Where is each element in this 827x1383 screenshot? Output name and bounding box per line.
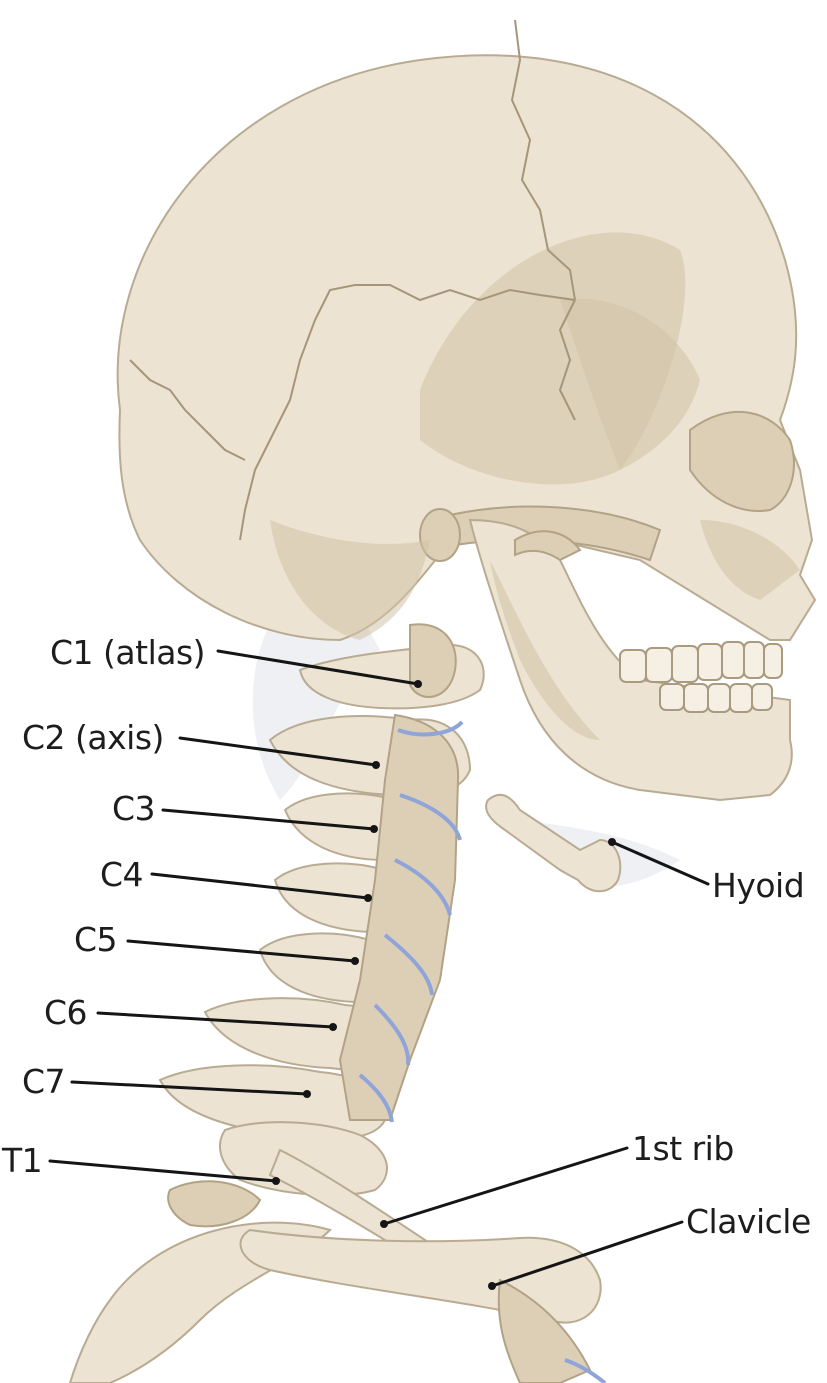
label-c6: C6 [44, 993, 87, 1032]
label-hyoid: Hyoid [712, 866, 804, 905]
clavicle [240, 1230, 600, 1323]
label-t1: T1 [1, 1141, 42, 1180]
label-first-rib: 1st rib [632, 1129, 734, 1168]
label-c3: C3 [112, 789, 155, 828]
skull [118, 20, 815, 640]
label-clavicle: Clavicle [686, 1202, 811, 1241]
label-c1-atlas: C1 (atlas) [50, 633, 205, 672]
label-c4: C4 [100, 855, 143, 894]
label-c5: C5 [74, 920, 117, 959]
label-c2-axis: C2 (axis) [22, 718, 164, 757]
hyoid-bone [486, 795, 620, 891]
shoulder-girdle [70, 1150, 605, 1383]
label-c7: C7 [22, 1062, 65, 1101]
